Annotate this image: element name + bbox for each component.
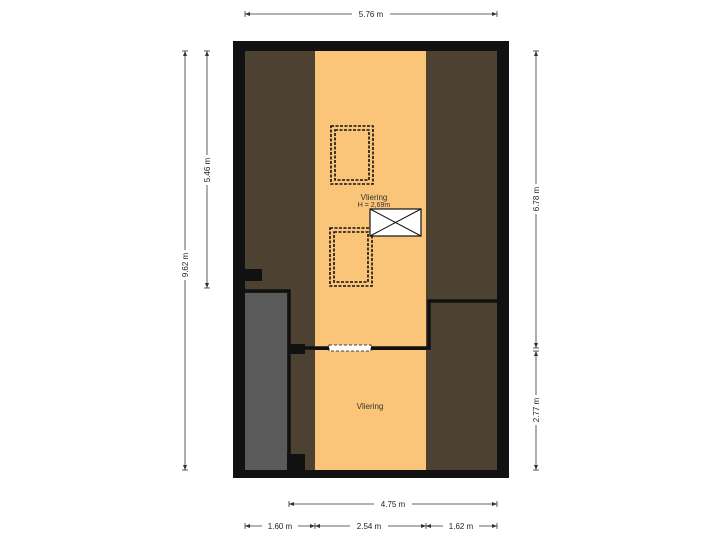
room-upper-name: Vliering xyxy=(361,193,388,202)
roof-window-lower xyxy=(329,227,373,287)
dim-bottom-segment-middle: 2.54 m xyxy=(357,522,382,531)
dim-bottom-inner-width: 4.75 m xyxy=(288,498,498,510)
dim-bottom-segment-left: 1.60 m xyxy=(268,522,293,531)
dim-bottom-segment-right: 1.62 m xyxy=(449,522,474,531)
dim-right-lower-height: 2.77 m xyxy=(530,350,542,471)
dim-bottom-segments: 1.60 m 2.54 m 1.62 m xyxy=(244,520,498,532)
door-opening xyxy=(328,344,372,352)
dim-top-width: 5.76 m xyxy=(244,8,498,20)
svg-text:4.75 m: 4.75 m xyxy=(381,500,406,509)
svg-text:5.76 m: 5.76 m xyxy=(359,10,384,19)
room-lower-name: Vliering xyxy=(357,402,384,411)
hatch-cross-box xyxy=(369,208,422,237)
svg-text:9.62 m: 9.62 m xyxy=(181,252,190,277)
svg-text:6.78 m: 6.78 m xyxy=(532,186,541,211)
svg-text:5.46 m: 5.46 m xyxy=(203,157,212,182)
stair-area xyxy=(245,293,287,470)
roof-window-upper xyxy=(330,125,374,185)
svg-text:2.77 m: 2.77 m xyxy=(532,397,541,422)
room-lower xyxy=(315,350,426,470)
dim-left-inner-height: 5.46 m xyxy=(201,50,213,289)
wall-block-left xyxy=(245,269,262,281)
room-upper-height: H = 2,69m xyxy=(358,202,391,209)
partition-stub xyxy=(289,344,305,354)
wall-block-bottom xyxy=(287,454,305,470)
partition-stair xyxy=(245,289,291,470)
eave-right xyxy=(426,51,497,470)
dim-left-outer-height: 9.62 m xyxy=(179,50,191,471)
dim-right-upper-height: 6.78 m xyxy=(530,50,542,349)
room-upper xyxy=(315,51,426,347)
